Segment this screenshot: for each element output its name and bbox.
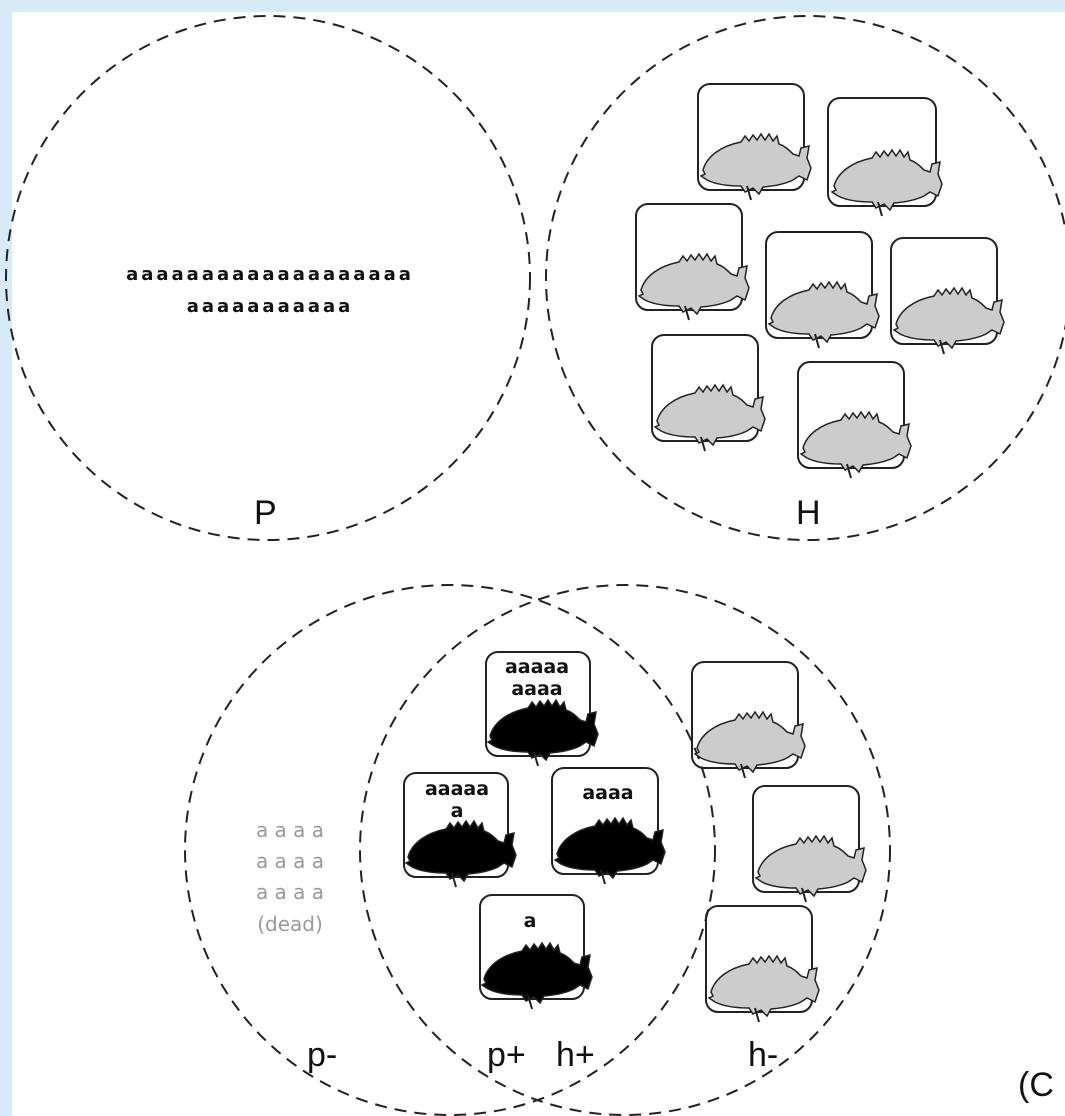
dead-note: (dead)	[257, 912, 323, 936]
host-2	[827, 97, 943, 217]
host-6	[651, 334, 766, 452]
host-enclosure	[765, 231, 873, 339]
infected-host-2	[403, 772, 517, 888]
host-enclosure	[651, 334, 759, 442]
parasites-row-2: aaaaaaaaaaa	[186, 296, 354, 317]
host-enclosure	[752, 785, 860, 893]
host-enclosure	[691, 661, 799, 769]
bottom-host-group	[403, 651, 867, 1023]
host-7	[797, 361, 912, 479]
host-group	[635, 83, 1005, 479]
host-enclosure	[697, 83, 805, 191]
label-p-minus: p-	[307, 1036, 338, 1074]
dead-parasites-row-1: a a a a	[255, 818, 325, 842]
infected-host-4-load: a	[523, 910, 537, 932]
parasites-row-1: aaaaaaaaaaaaaaaaaaa	[126, 264, 414, 285]
uninfected-host-2	[752, 785, 867, 903]
host-1	[697, 83, 812, 201]
label-h-plus: h+	[556, 1036, 595, 1074]
infected-host-1	[485, 651, 599, 767]
host-enclosure	[485, 651, 591, 757]
host-enclosure	[551, 767, 659, 875]
host-5	[890, 237, 1005, 355]
infected-host-1-load: aaaaa aaaa	[504, 656, 570, 700]
label-p-plus: p+	[487, 1036, 526, 1074]
host-enclosure	[890, 237, 998, 345]
panel-label: (C	[1018, 1066, 1054, 1104]
label-h: H	[796, 494, 821, 532]
dead-parasites-row-2: a a a a	[255, 849, 325, 873]
host-3	[635, 203, 750, 321]
host-enclosure	[635, 203, 743, 311]
label-h-minus: h-	[748, 1036, 779, 1074]
host-enclosure	[827, 97, 937, 207]
host-enclosure	[705, 905, 813, 1013]
host-enclosure	[403, 772, 509, 878]
host-4	[765, 231, 880, 349]
host-enclosure	[797, 361, 905, 469]
infected-host-3	[551, 767, 666, 885]
host-enclosure	[479, 894, 585, 1000]
parasite-population-circle	[5, 15, 531, 541]
infected-host-2-load: aaaaa a	[424, 778, 490, 822]
h-circle	[359, 584, 891, 1116]
uninfected-host-3	[705, 905, 820, 1023]
p-minus-circle	[184, 584, 716, 1116]
host-population-circle	[545, 15, 1065, 541]
label-p: P	[254, 494, 277, 532]
infected-host-4	[479, 894, 593, 1010]
infected-host-3-load: aaaa	[582, 782, 634, 804]
uninfected-host-1	[691, 661, 806, 779]
dead-parasites-row-3: a a a a	[255, 880, 325, 904]
